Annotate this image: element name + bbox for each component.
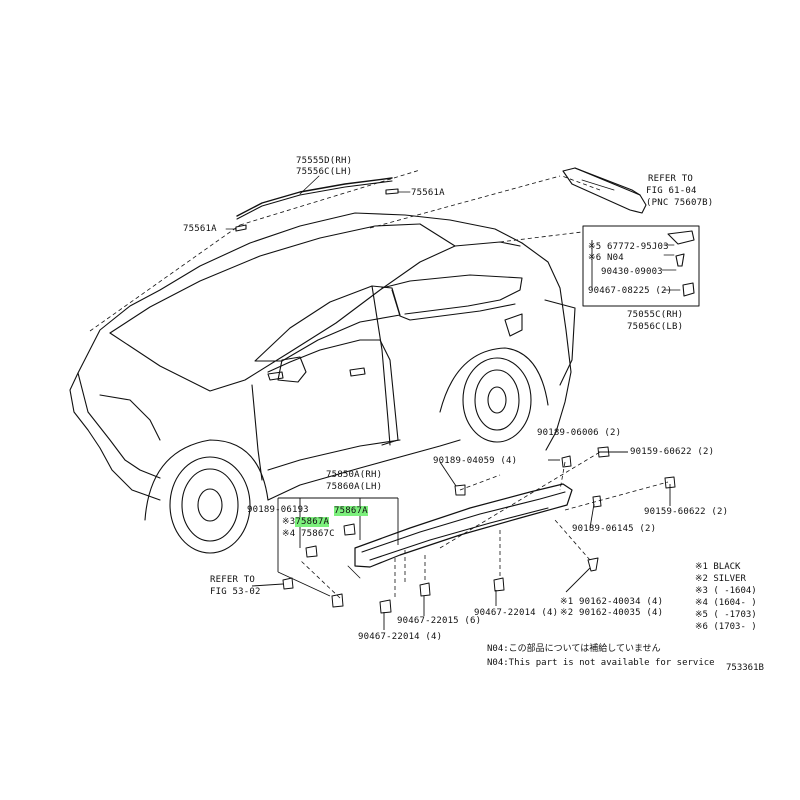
label-refer-fig61-3: (PNC 75607B) xyxy=(646,198,714,208)
note-n04-jp: N04:この部品については補給していません xyxy=(487,644,661,654)
label-75860a: 75860A(LH) xyxy=(326,482,383,492)
label-75867a-right: 75867A xyxy=(334,506,368,516)
label-75561a-right: 75561A xyxy=(411,188,445,198)
label-n04: ※6 N04 xyxy=(588,253,624,263)
label-67772: ※5 67772-95J03 xyxy=(588,242,669,252)
legend-item: ※2 SILVER xyxy=(695,574,746,584)
label-90467-22014-a: 90467-22014 (4) xyxy=(358,632,443,642)
label-90189-06193: 90189-06193 xyxy=(247,505,309,515)
label-75867a-left: ※375867A xyxy=(282,517,330,527)
label-90162-40034: ※1 90162-40034 (4) xyxy=(560,597,664,607)
label-refer-fig53-2: FIG 53-02 xyxy=(210,587,261,597)
label-75555d: 75555D(RH) xyxy=(296,156,353,166)
label-90162-40035: ※2 90162-40035 (4) xyxy=(560,608,664,618)
label-90159-60622-a: 90159-60622 (2) xyxy=(630,447,715,457)
label-refer-fig61-2: FIG 61-04 xyxy=(646,186,697,196)
label-90430: 90430-09003 xyxy=(601,267,663,277)
label-90189-06006: 90189-06006 (2) xyxy=(537,428,622,438)
label-90467-08225: 90467-08225 (2) xyxy=(588,286,673,296)
label-90467-22015: 90467-22015 (6) xyxy=(397,616,482,626)
legend-item: ※5 ( -1703) xyxy=(695,610,757,620)
figure-id: 753361B xyxy=(726,663,764,673)
label-75055c: 75055C(RH) xyxy=(627,310,684,320)
label-refer-fig61-1: REFER TO xyxy=(648,174,693,184)
label-90189-06145: 90189-06145 (2) xyxy=(572,524,657,534)
label-75561a-left: 75561A xyxy=(183,224,217,234)
legend-item: ※4 (1604- ) xyxy=(695,598,757,608)
label-75556c: 75556C(LH) xyxy=(296,167,353,177)
note-n04-en: N04:This part is not available for servi… xyxy=(487,658,715,668)
label-75850a: 75850A(RH) xyxy=(326,470,383,480)
label-75056c: 75056C(LB) xyxy=(627,322,684,332)
legend-item: ※1 BLACK xyxy=(695,562,741,572)
label-90467-22014-b: 90467-22014 (4) xyxy=(474,608,559,618)
label-refer-fig53-1: REFER TO xyxy=(210,575,255,585)
label-90189-04059: 90189-04059 (4) xyxy=(433,456,518,466)
label-75867c: ※4 75867C xyxy=(282,529,335,539)
label-90159-60622-b: 90159-60622 (2) xyxy=(644,507,729,517)
legend-item: ※6 (1703- ) xyxy=(695,622,757,632)
legend-item: ※3 ( -1604) xyxy=(695,586,757,596)
